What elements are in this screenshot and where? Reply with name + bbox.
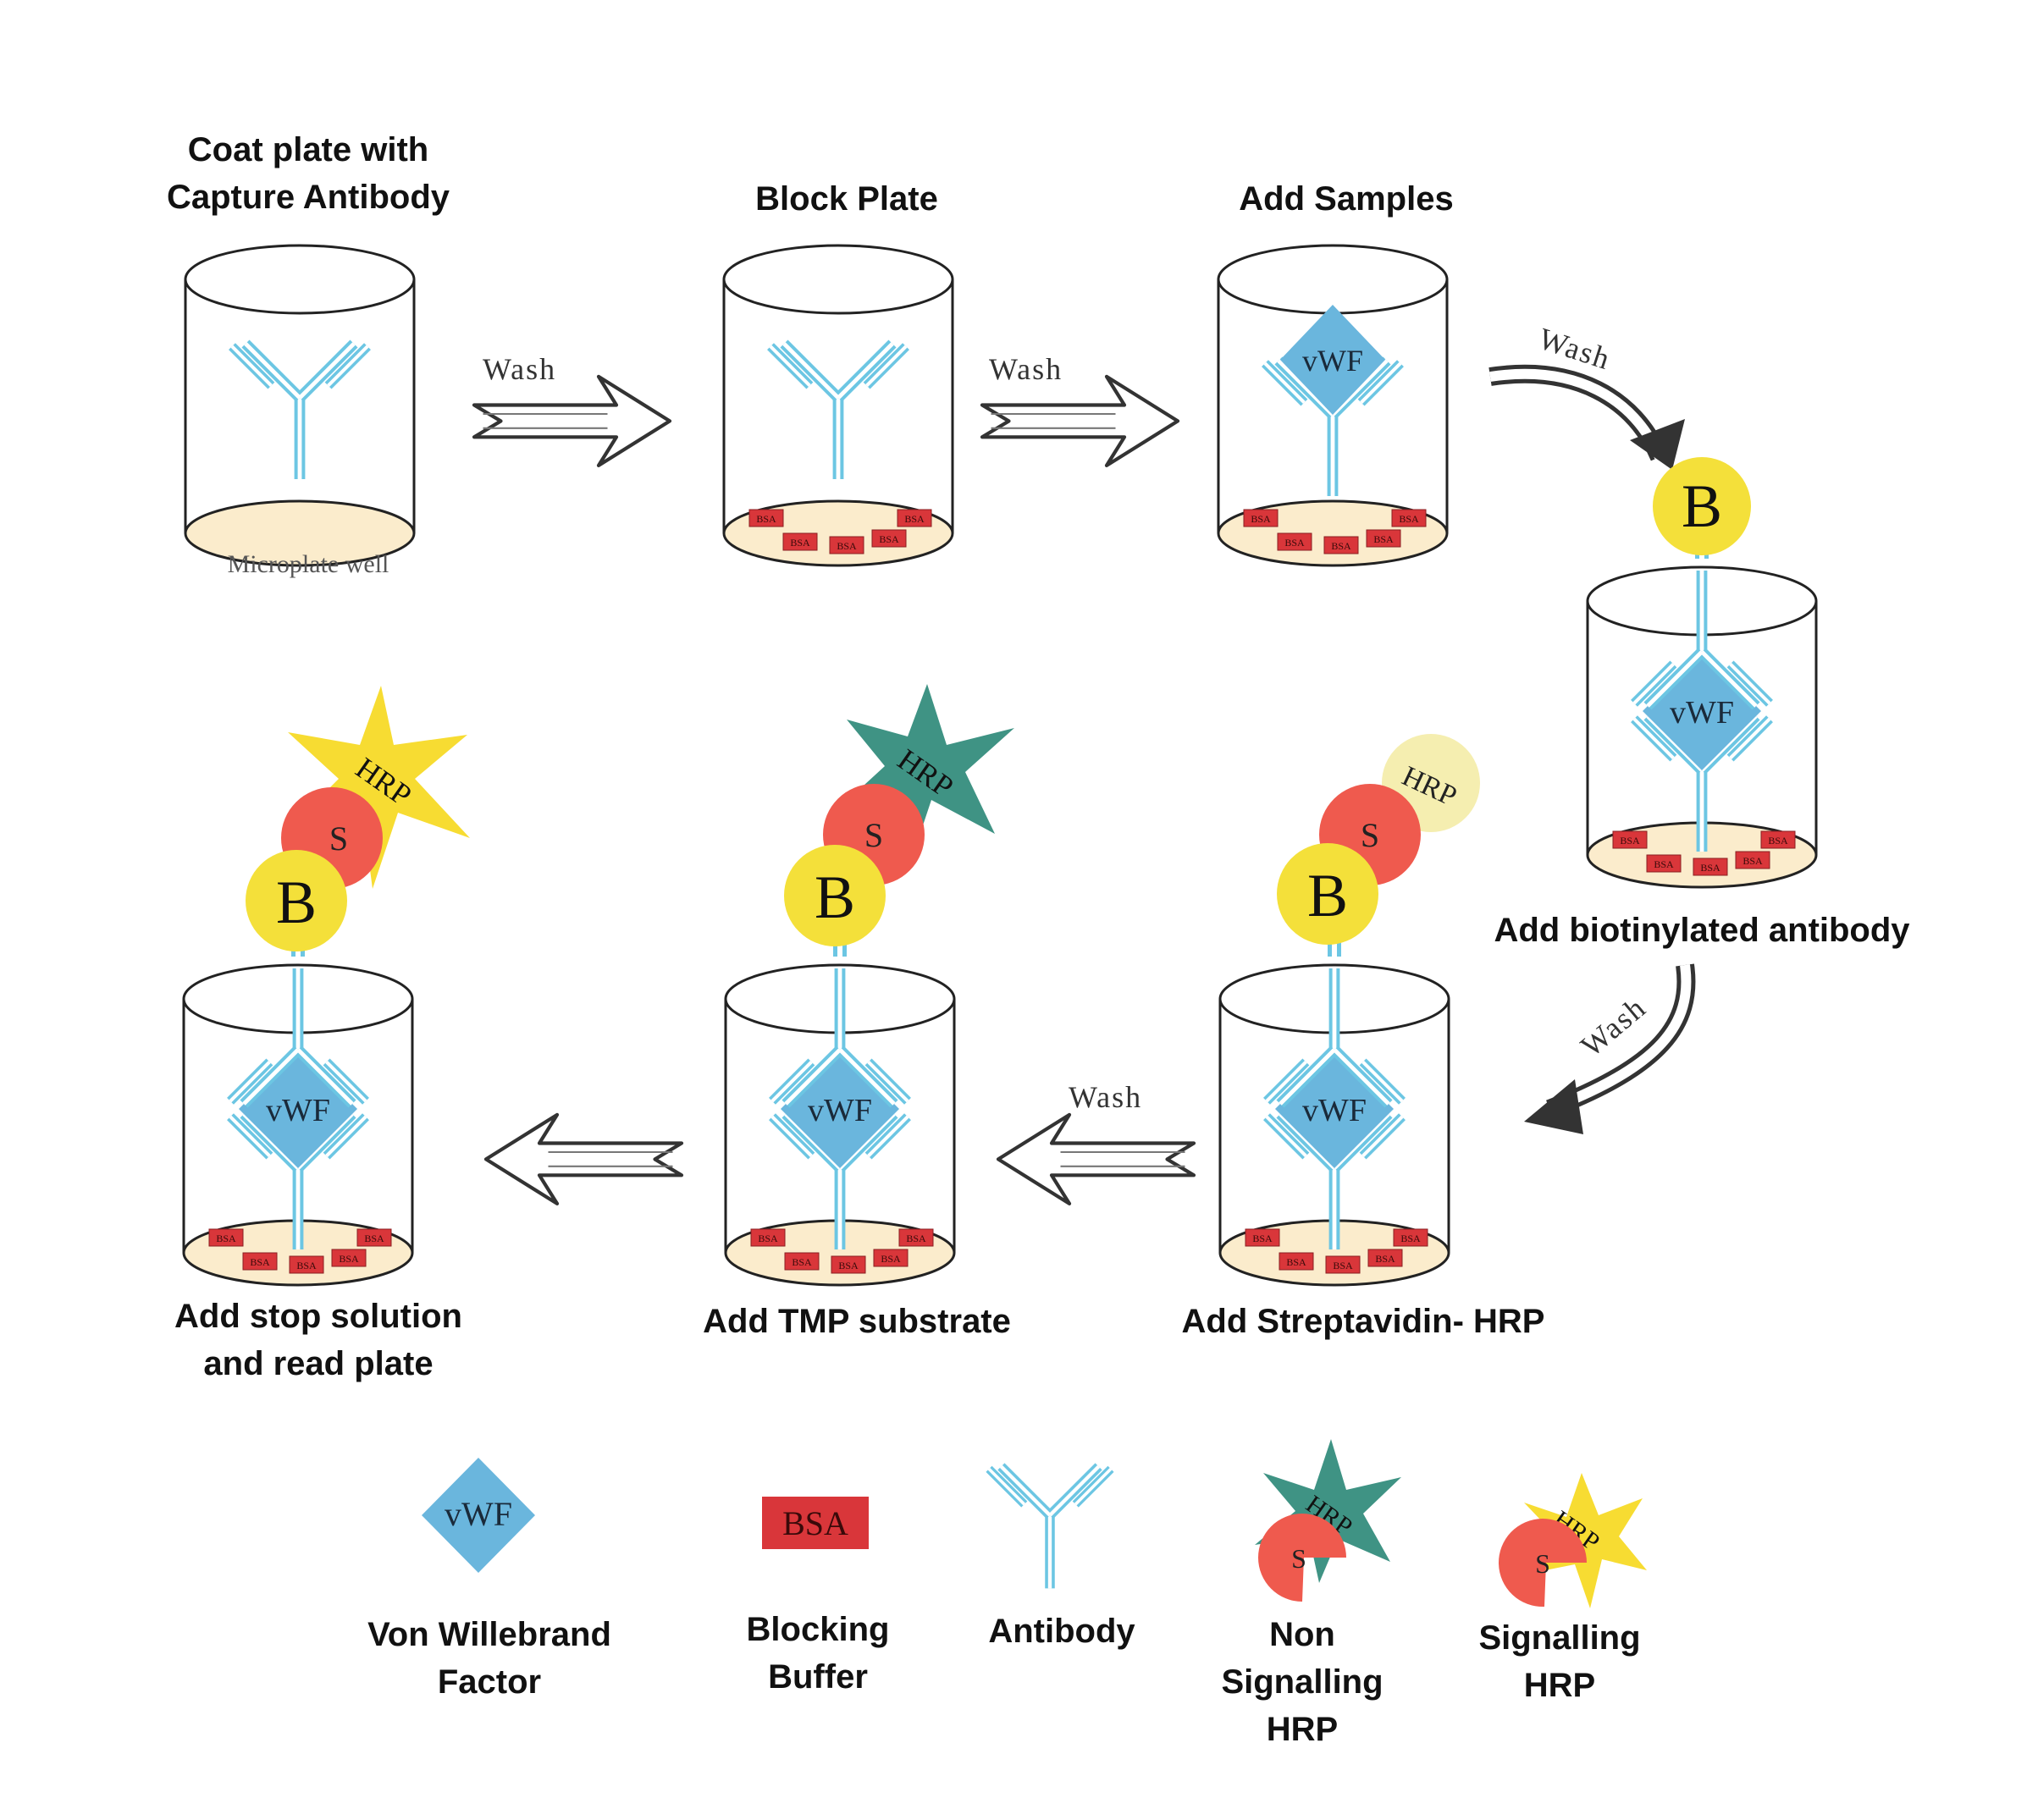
legend-antibody-label: Antibody	[988, 1613, 1135, 1650]
step-stop-label-2: and read plate	[203, 1345, 433, 1382]
step-strep: vWF HRP S B Add Streptavidin- HRP	[1182, 734, 1545, 1340]
legend-nonsignalling-label-1: Non	[1269, 1616, 1335, 1653]
microplate-well-4: vWF	[1586, 508, 1818, 889]
step-stop: vWF HRP S B Add stop solution and read p…	[174, 686, 470, 1382]
legend-signalling-icon: HRP S	[1499, 1473, 1647, 1608]
biotin-label-4: B	[1682, 472, 1722, 540]
legend-signalling-label-2: HRP	[1524, 1667, 1595, 1704]
microplate-well-label: Microplate well	[228, 550, 389, 578]
arrow-6	[486, 1115, 682, 1204]
microplate-well-6: vWF	[724, 906, 956, 1287]
strep-label-5: S	[1361, 816, 1379, 854]
biotin-5: B	[1277, 843, 1378, 945]
microplate-well-5: vWF	[1218, 906, 1450, 1287]
step-samples-label: Add Samples	[1239, 180, 1453, 218]
vwf-label-5: vWF	[1302, 1093, 1367, 1128]
microplate-well-1	[184, 244, 416, 567]
step-samples: Add Samples vWF	[1217, 180, 1454, 567]
step-strep-label: Add Streptavidin- HRP	[1182, 1303, 1545, 1340]
step-block: Block Plate	[722, 180, 954, 567]
strep-label-6: S	[864, 816, 883, 854]
biotin-6: B	[784, 845, 886, 946]
wash-arrow-1: Wash	[474, 352, 670, 466]
step-coat-label-1: Coat plate with	[188, 131, 428, 168]
legend: vWF Von Willebrand Factor BSA Blocking B…	[367, 1439, 1647, 1748]
wash-arrow-4: Wash	[1524, 963, 1696, 1134]
step-biotin: vWF B Add biotinylated antibody	[1494, 457, 1910, 949]
legend-bsa-glyph: BSA	[782, 1504, 848, 1542]
biotin-label-7: B	[276, 869, 317, 936]
vwf-label-7: vWF	[266, 1093, 330, 1128]
step-stop-label-1: Add stop solution	[174, 1298, 462, 1335]
legend-vwf-glyph: vWF	[445, 1495, 512, 1533]
legend-bsa-label-1: Blocking	[747, 1611, 890, 1648]
vwf-antigen-3: vWF	[1280, 305, 1385, 415]
biotin-label-6: B	[815, 863, 855, 931]
legend-nonsignalling-label-2: Signalling	[1221, 1663, 1383, 1701]
vwf-label-3: vWF	[1302, 344, 1363, 378]
vwf-label-4: vWF	[1670, 695, 1734, 731]
legend-bsa-label-2: Buffer	[768, 1658, 868, 1696]
wash-label-5: Wash	[1069, 1080, 1142, 1114]
legend-nonsignalling-s: S	[1291, 1543, 1306, 1574]
step-biotin-label: Add biotinylated antibody	[1494, 912, 1910, 949]
biotin-label-5: B	[1307, 862, 1348, 929]
legend-antibody-icon	[989, 1466, 1111, 1588]
wash-label-1: Wash	[483, 352, 556, 386]
legend-signalling-label-1: Signalling	[1478, 1619, 1640, 1657]
legend-bsa-icon: BSA	[762, 1497, 869, 1549]
strep-label-7: S	[329, 819, 348, 858]
legend-nonsignalling-icon: HRP S	[1255, 1439, 1401, 1602]
step-block-label: Block Plate	[755, 180, 938, 218]
microplate-well-7: vWF	[182, 906, 414, 1287]
step-coat-label-2: Capture Antibody	[167, 179, 450, 216]
step-tmp-label: Add TMP substrate	[703, 1303, 1011, 1340]
wash-label-2: Wash	[989, 352, 1063, 386]
step-coat: Coat plate with Capture Antibody Micropl…	[167, 131, 450, 578]
biotin-7: B	[246, 850, 347, 951]
wash-arrow-5: Wash	[998, 1080, 1194, 1204]
vwf-label-6: vWF	[808, 1093, 872, 1128]
legend-signalling-s: S	[1535, 1548, 1550, 1579]
wash-arrow-3: Wash	[1488, 322, 1685, 470]
legend-vwf-label-2: Factor	[438, 1663, 541, 1701]
legend-vwf-label-1: Von Willebrand	[367, 1616, 611, 1653]
step-tmp: vWF HRP S B Add TMP substrate	[703, 684, 1014, 1340]
legend-nonsignalling-label-3: HRP	[1267, 1711, 1338, 1748]
biotin-4: B	[1653, 457, 1751, 555]
wash-arrow-2: Wash	[982, 352, 1178, 466]
hrp-teal-star-6: HRP	[834, 684, 1014, 863]
microplate-well-3: vWF	[1217, 244, 1449, 567]
microplate-well-2	[722, 244, 954, 567]
legend-vwf-icon: vWF	[422, 1458, 535, 1573]
